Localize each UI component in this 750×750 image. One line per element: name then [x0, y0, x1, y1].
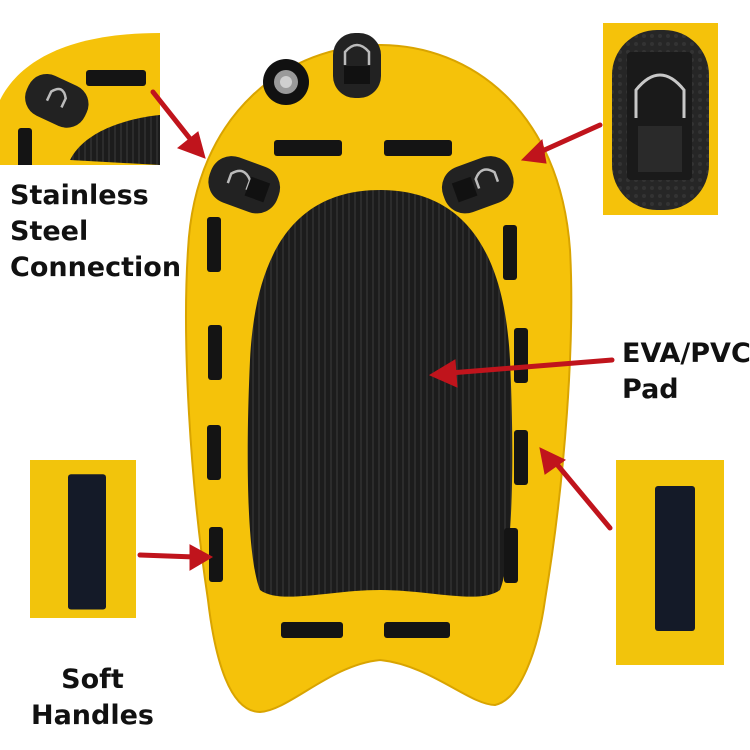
arrow-stainless-right — [537, 122, 603, 155]
callout-line: Stainless — [10, 180, 149, 211]
arrowhead-icon — [520, 138, 547, 164]
callout-line: Soft — [61, 664, 124, 695]
callout-stainless-steel: Stainless Steel Connection — [10, 178, 181, 286]
inset-stainless-connection — [0, 33, 160, 165]
eva-pad — [247, 190, 513, 597]
inset-soft-handle-right — [616, 460, 724, 665]
callout-line: Pad — [622, 374, 679, 405]
arrow-stainless-left — [150, 89, 198, 148]
d-ring-top — [333, 33, 381, 98]
d-ring-right — [441, 156, 514, 214]
callout-soft-handles: Soft Handles — [30, 662, 155, 734]
arrows — [137, 89, 615, 571]
callout-line: Connection — [10, 252, 182, 283]
arrow-handle-right — [552, 459, 613, 531]
callout-line: Handles — [30, 700, 154, 731]
valve-icon — [263, 59, 309, 105]
callout-eva-pad: EVA/PVC Pad — [622, 336, 750, 408]
arrowhead-icon — [189, 544, 214, 571]
arrowhead-icon — [428, 359, 458, 388]
arrow-handle-left — [137, 552, 198, 560]
arrowhead-icon — [539, 447, 566, 475]
inset-d-ring-closeup — [603, 23, 718, 215]
callout-line: EVA/PVC — [622, 338, 750, 369]
callout-line: Steel — [10, 216, 89, 247]
d-ring-left — [208, 156, 281, 214]
side-handles — [207, 140, 528, 638]
arrow-eva-pad — [447, 357, 615, 376]
inset-soft-handle-left — [30, 460, 136, 618]
arrowhead-icon — [176, 131, 206, 159]
rescue-board — [185, 33, 573, 714]
